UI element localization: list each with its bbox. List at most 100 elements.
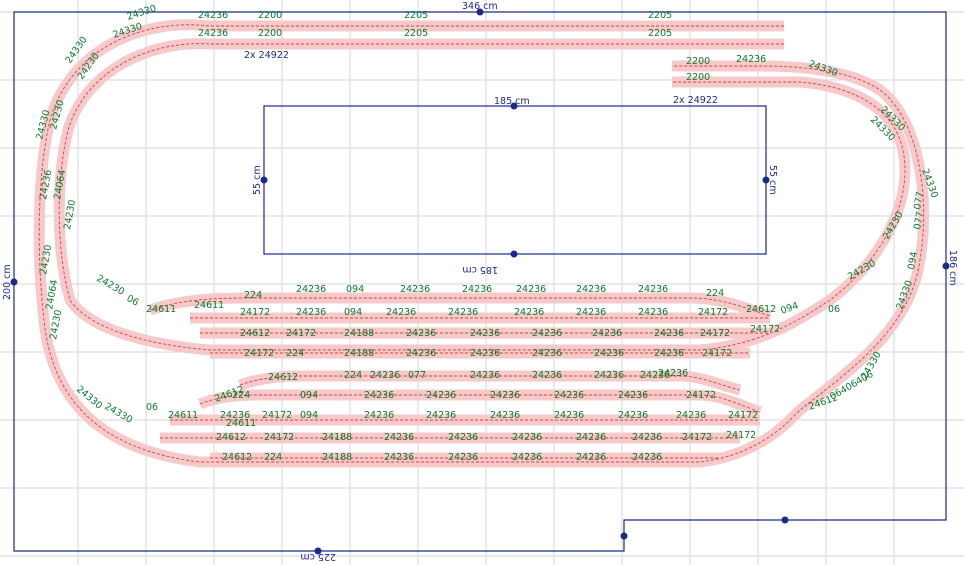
track-part-label: 06 — [146, 402, 158, 413]
track-part-label: 24172 — [264, 432, 294, 443]
track-part-label: 24236 — [618, 390, 648, 401]
track-part-label: 24236 — [400, 284, 430, 295]
track-part-label: 24236 — [514, 307, 544, 318]
track-part-label: 24236 — [654, 328, 684, 339]
note-top-left: 2x 24922 — [244, 50, 289, 61]
track-part-label: 24611 — [194, 300, 224, 311]
track-part-label: 24236 — [470, 328, 500, 339]
track-part-label: 24236 — [576, 307, 606, 318]
track-part-label: 2200 — [258, 28, 282, 39]
track-part-label: 24236 — [406, 328, 436, 339]
track-part-label: 24236 — [576, 432, 606, 443]
track-part-label: 24236 — [676, 410, 706, 421]
track-part-label: 24236 — [576, 452, 606, 463]
track-part-label: 24172 — [682, 432, 712, 443]
track-part-label: 24236 — [370, 370, 400, 381]
dimension-markers — [10, 8, 950, 555]
track-part-label: 24236 — [516, 284, 546, 295]
track-part-label: 24236 — [448, 307, 478, 318]
track-part-label: 24236 — [532, 328, 562, 339]
marker-inner-left[interactable] — [260, 176, 268, 184]
track-part-label: 24236 — [532, 370, 562, 381]
track-part-label: 24612 — [240, 328, 270, 339]
track-part-label: 24236 — [512, 432, 542, 443]
marker-right[interactable] — [942, 262, 950, 270]
track-part-label: 224 — [232, 390, 250, 401]
track-part-label: 24188 — [344, 348, 374, 359]
track-part-label: 077 — [912, 211, 926, 231]
track-part-label: 24236 — [632, 432, 662, 443]
track-part-label: 24611 — [226, 418, 256, 429]
marker-inner-bottom[interactable] — [510, 250, 518, 258]
marker-inner-top[interactable] — [510, 102, 518, 110]
track-part-label: 094 — [300, 410, 318, 421]
marker-step[interactable] — [620, 532, 628, 540]
track-part-label: 24172 — [750, 324, 780, 335]
track-part-label: 24236 — [490, 410, 520, 421]
track-part-label: 24236 — [384, 452, 414, 463]
track-part-label: 2205 — [648, 10, 672, 21]
track-part-label: 094 — [346, 284, 364, 295]
track-part-label: 24330 — [807, 58, 839, 79]
dim-inner-top: 185 cm — [494, 96, 530, 107]
track-part-label: 24612 — [222, 452, 252, 463]
marker-left[interactable] — [10, 278, 18, 286]
track-part-label: 24236 — [592, 328, 622, 339]
inner-cutout — [263, 105, 767, 255]
track-part-label: 24236 — [38, 169, 54, 201]
track-part-label: 24236 — [384, 432, 414, 443]
track-part-label: 24236 — [296, 307, 326, 318]
track-part-label: 24236 — [386, 307, 416, 318]
track-part-label: 2200 — [686, 72, 710, 83]
dim-bottom: 225 cm — [300, 551, 336, 562]
track-part-label: 24236 — [470, 348, 500, 359]
track-part-label: 24236 — [462, 284, 492, 295]
track-part-label: 24236 — [448, 452, 478, 463]
track-part-label: 24172 — [286, 328, 316, 339]
track-part-label: 24236 — [638, 284, 668, 295]
track-part-label: 24230 — [48, 309, 64, 341]
track-part-label: 24236 — [532, 348, 562, 359]
track-part-label: 24188 — [322, 432, 352, 443]
track-part-label: 24612 — [746, 304, 776, 315]
track-part-label: 24236 — [364, 390, 394, 401]
dim-inner-right: 55 cm — [767, 165, 778, 195]
track-part-label: 077 — [912, 191, 926, 211]
marker-top[interactable] — [476, 8, 484, 16]
track-part-label: 24230 — [95, 273, 127, 298]
track-part-label: 24611 — [146, 304, 176, 315]
marker-bottom[interactable] — [314, 547, 322, 555]
track-part-label: 24172 — [262, 410, 292, 421]
track-part-label: 24236 — [736, 54, 766, 65]
track-part-label: 24172 — [700, 328, 730, 339]
marker-inner-right[interactable] — [762, 176, 770, 184]
track-part-label: 24172 — [726, 430, 756, 441]
track-part-label: 224 — [244, 290, 262, 301]
track-part-label: 24230 — [881, 210, 906, 242]
track-part-label: 24236 — [448, 432, 478, 443]
track-part-label: 24236 — [618, 410, 648, 421]
track-part-label: 224 — [264, 452, 282, 463]
track-part-label: 24236 — [554, 410, 584, 421]
track-part-label: 24236 — [406, 348, 436, 359]
track-part-label: 24236 — [426, 390, 456, 401]
track-part-label: 24230 — [38, 244, 54, 276]
track-part-label: 24236 — [220, 410, 250, 421]
track-part-label: 2200 — [258, 10, 282, 21]
track-part-label: 24236 — [470, 370, 500, 381]
track-part-label: 077 — [408, 370, 426, 381]
track-part-label: 094 — [300, 390, 318, 401]
track-part-label: 24236 — [594, 370, 624, 381]
track-part-label: 24230 — [62, 199, 78, 231]
track-layer — [33, 19, 930, 468]
track-part-label: 24172 — [702, 348, 732, 359]
track-part-label: 224 — [286, 348, 304, 359]
track-part-label: 24236 — [654, 348, 684, 359]
note-right-top: 2x 24922 — [673, 95, 718, 106]
track-part-label: 06 — [828, 304, 840, 315]
marker-step2[interactable] — [781, 516, 789, 524]
track-part-label: 24612 — [268, 372, 298, 383]
track-part-label: 24236 — [638, 307, 668, 318]
track-part-label: 24330 — [103, 401, 135, 426]
